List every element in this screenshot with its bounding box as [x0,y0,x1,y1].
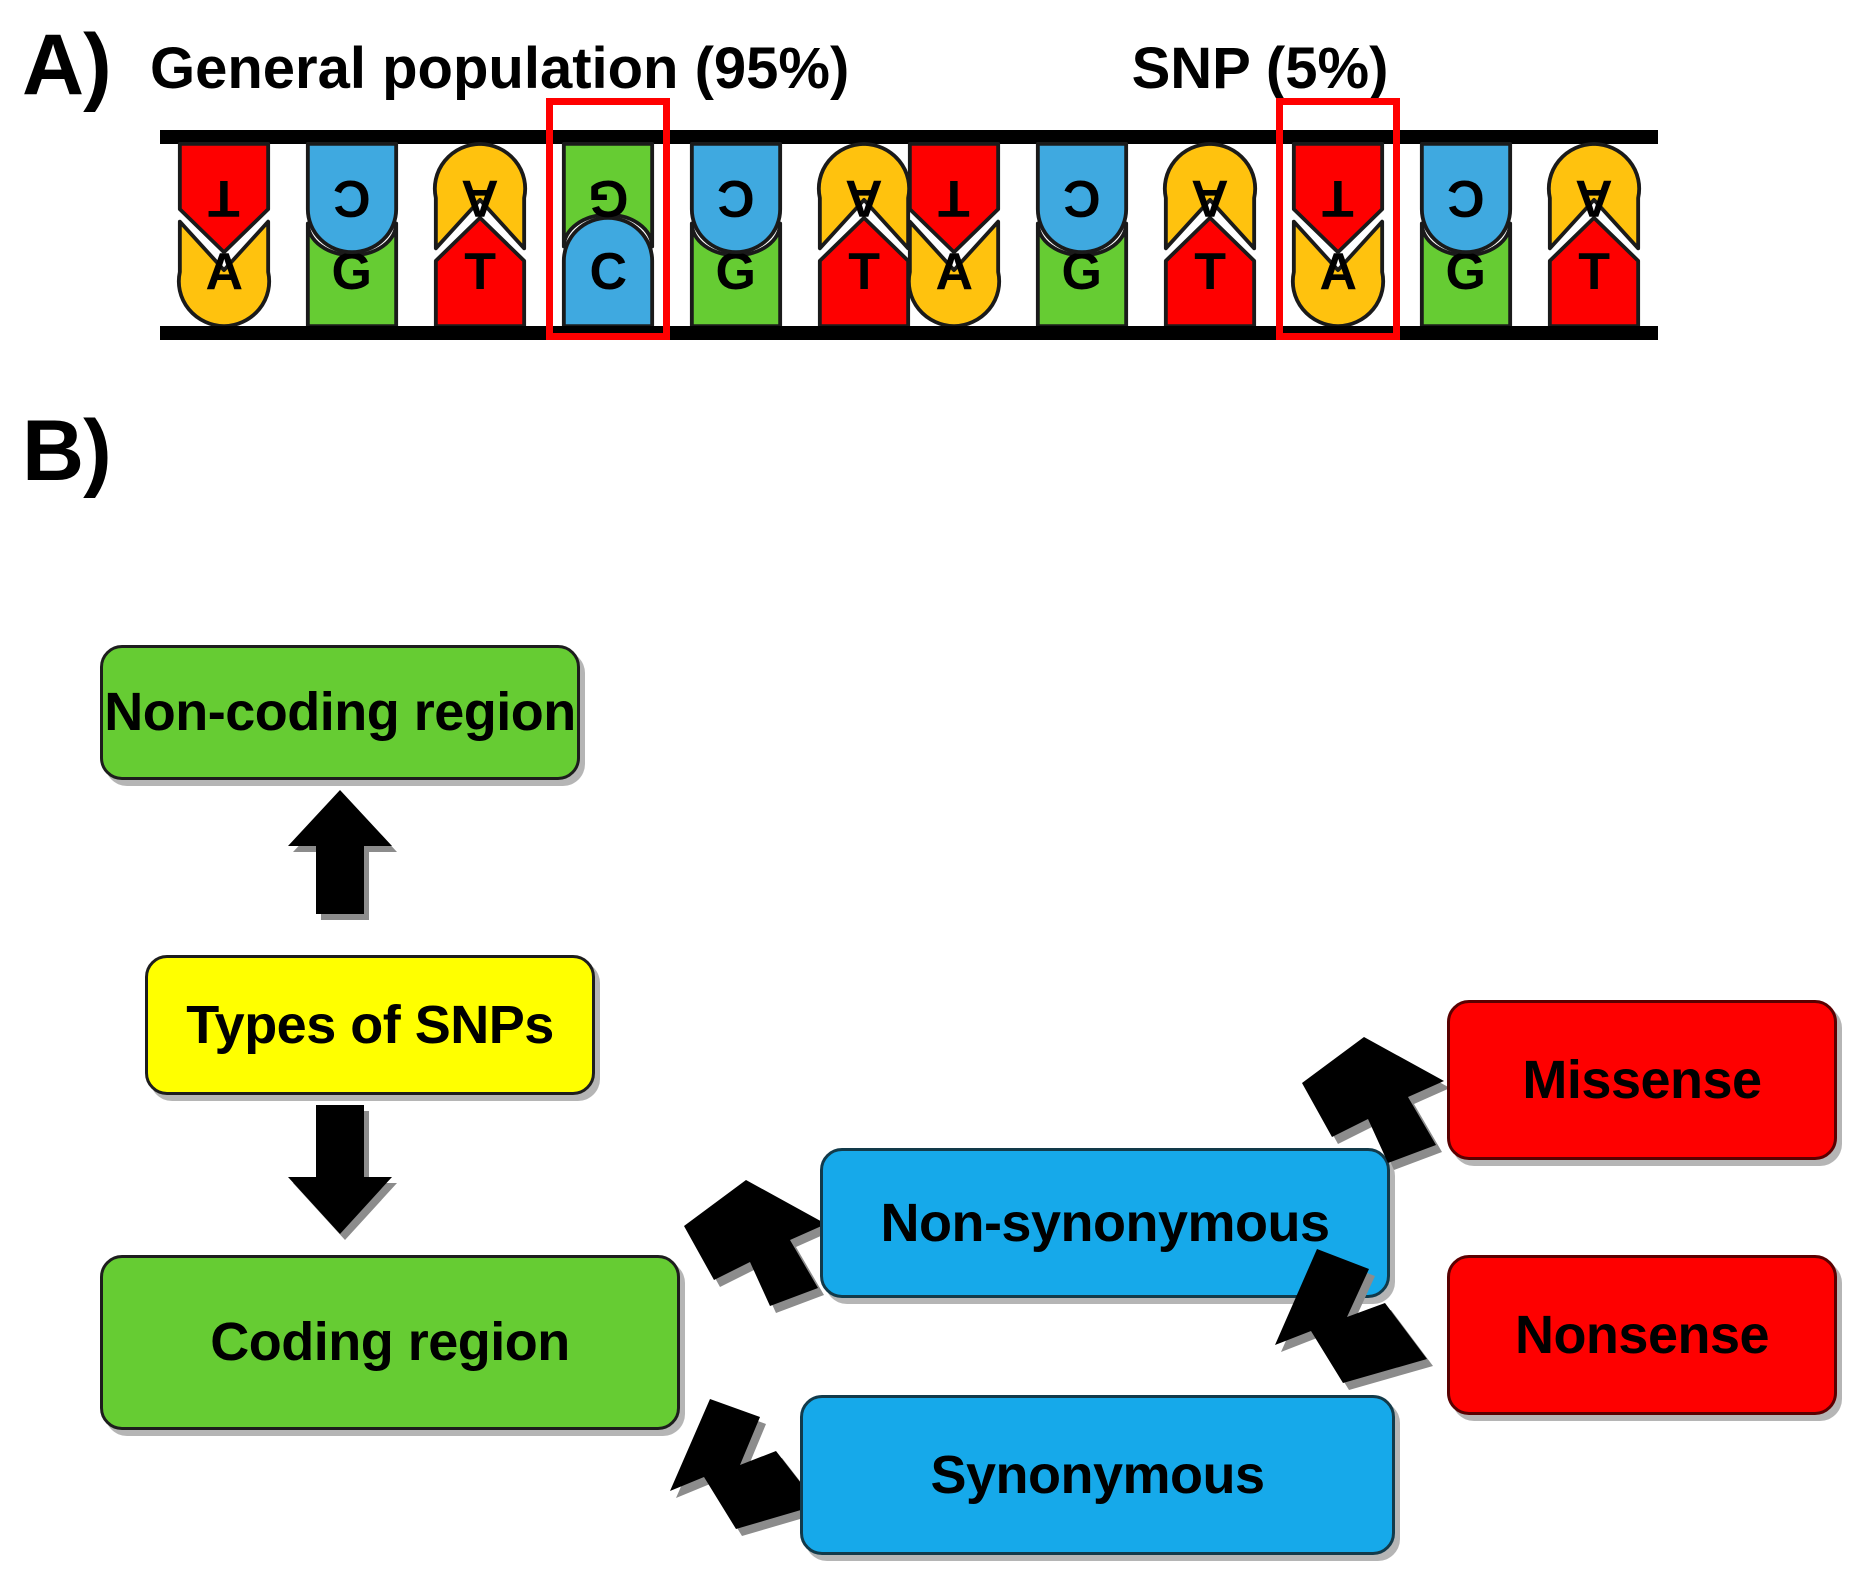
node-label: Coding region [210,1312,570,1373]
nucleotide-shape-a [1162,142,1258,254]
node-label: Types of SNPs [186,994,554,1055]
nucleotide-top-a: A [1546,142,1642,254]
node-synonymous[interactable]: Synonymous [800,1395,1395,1555]
nucleotide-shape-c [1034,142,1130,254]
nucleotide-top-c: C [1034,142,1130,254]
nucleotide-shape-t [906,142,1002,254]
node-label: Non-coding region [104,682,576,743]
snp-highlight-box [546,98,670,340]
snp-highlight-box [1276,98,1400,340]
nucleotide-bottom-a: A [176,216,272,328]
panel-a-letter: A) [22,17,112,113]
node-missense[interactable]: Missense [1447,1000,1837,1160]
nucleotide-shape-g [688,216,784,328]
nucleotide-shape-g [560,142,656,254]
node-label: Synonymous [930,1444,1265,1505]
general-population-title: General population (95%) [150,36,850,101]
dna-backbone-top [890,130,1658,144]
node-label: Non-synonymous [880,1192,1330,1253]
nucleotide-top-t: T [1290,142,1386,254]
nucleotide-top-t: T [906,142,1002,254]
panel-b-letter: B) [22,403,112,499]
node-nonsense[interactable]: Nonsense [1447,1255,1837,1415]
nucleotide-shape-a [1546,142,1642,254]
nucleotide-shape-g [304,216,400,328]
nucleotide-shape-a [432,142,528,254]
dna-backbone-bottom [160,326,928,340]
nucleotide-bottom-g: G [1034,216,1130,328]
node-non-synonymous[interactable]: Non-synonymous [820,1148,1390,1298]
nucleotide-bottom-a: A [906,216,1002,328]
nucleotide-shape-a [906,216,1002,328]
arrow-non-synonymous-to-nonsense [1265,1245,1445,1390]
nucleotide-top-c: C [688,142,784,254]
nucleotide-top-c: C [1418,142,1514,254]
node-label: Nonsense [1514,1304,1770,1365]
nucleotide-shape-c [1418,142,1514,254]
nucleotide-shape-g [1034,216,1130,328]
nucleotide-shape-t [176,142,272,254]
arrow-non-synonymous-to-missense [1290,1035,1460,1170]
arrow-coding-to-non-synonymous [672,1178,842,1313]
nucleotide-shape-c [560,216,656,328]
nucleotide-shape-t [1290,142,1386,254]
nucleotide-top-a: A [816,142,912,254]
dna-backbone-top [160,130,928,144]
nucleotide-shape-a [1290,216,1386,328]
nucleotide-bottom-g: G [1418,216,1514,328]
snp-title: SNP (5%) [1131,36,1389,101]
nucleotide-shape-c [304,142,400,254]
nucleotide-bottom-a: A [1290,216,1386,328]
nucleotide-shape-g [1418,216,1514,328]
node-types-of-snps[interactable]: Types of SNPs [145,955,595,1095]
nucleotide-top-a: A [432,142,528,254]
nucleotide-bottom-g: G [304,216,400,328]
node-coding-region[interactable]: Coding region [100,1255,680,1430]
nucleotide-top-c: C [304,142,400,254]
nucleotide-shape-a [176,216,272,328]
arrow-types-to-coding [288,1105,398,1240]
nucleotide-shape-c [688,142,784,254]
nucleotide-shape-a [816,142,912,254]
nucleotide-bottom-g: G [688,216,784,328]
nucleotide-top-t: T [176,142,272,254]
arrow-types-to-non-coding [288,790,398,920]
node-label: Missense [1522,1049,1762,1110]
dna-backbone-bottom [890,326,1658,340]
nucleotide-top-a: A [1162,142,1258,254]
nucleotide-bottom-c: C [560,216,656,328]
node-non-coding-region[interactable]: Non-coding region [100,645,580,780]
nucleotide-top-g: G [560,142,656,254]
arrow-coding-to-synonymous [660,1395,835,1536]
